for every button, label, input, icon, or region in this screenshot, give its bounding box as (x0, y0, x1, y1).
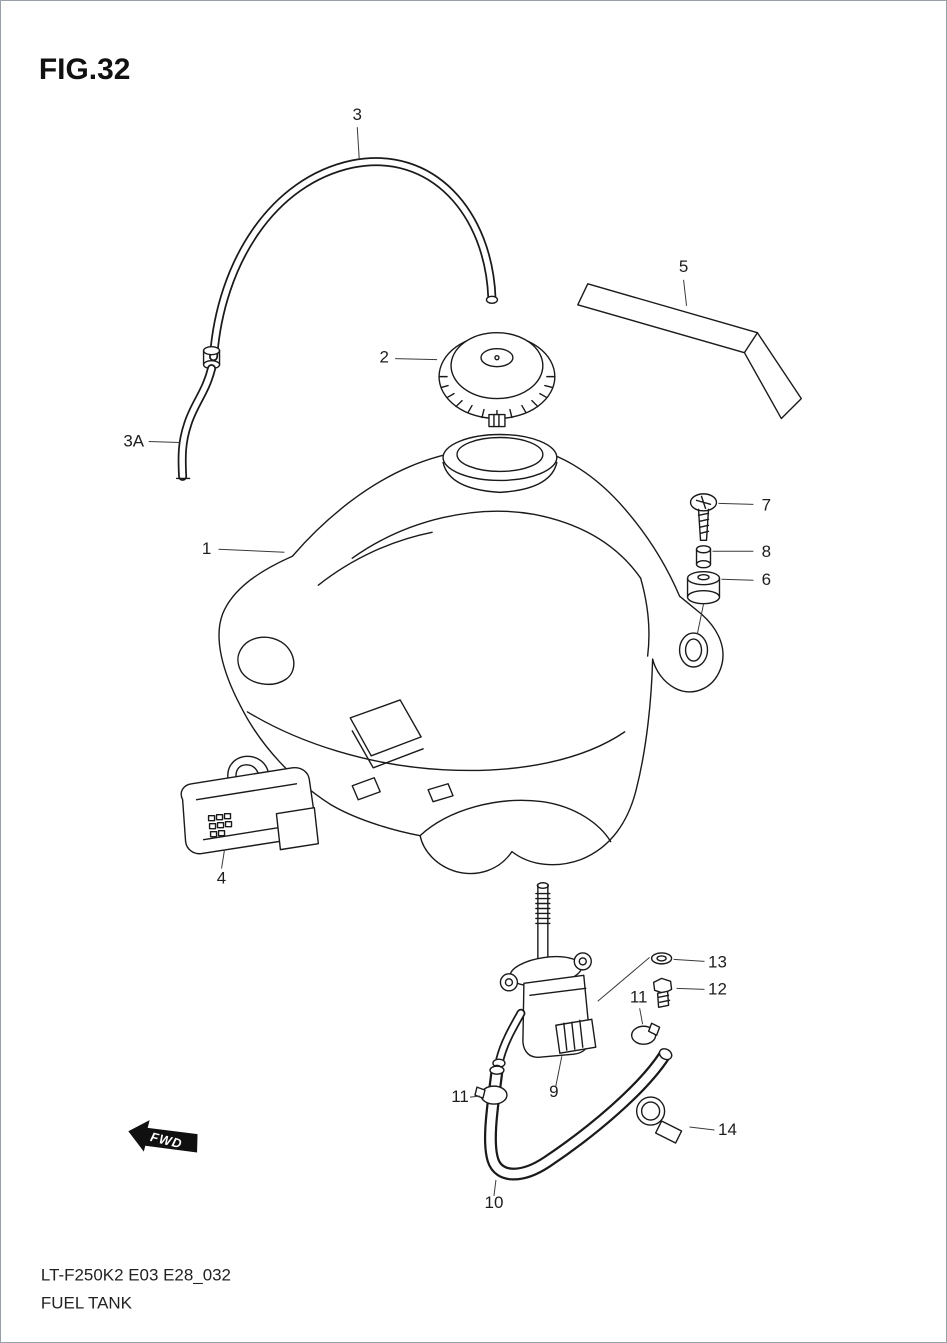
callout-13: 13 (708, 952, 727, 971)
fuel-cock (492, 882, 597, 1068)
mount-ear (678, 632, 709, 668)
callout-11-right: 11 (630, 987, 648, 1006)
callout-1: 1 (202, 539, 211, 558)
callout-3: 3 (353, 105, 362, 124)
model-code: LT-F250K2 E03 E28_032 (41, 1266, 231, 1285)
spacer (695, 545, 712, 554)
callout-11-left: 11 (451, 1087, 469, 1106)
fuel-lever (555, 1018, 597, 1054)
callout-9: 9 (549, 1082, 558, 1101)
washer (650, 952, 673, 965)
callout-3a: 3A (123, 431, 144, 450)
callout-14: 14 (718, 1120, 737, 1139)
bracket-pad (207, 813, 233, 838)
mount-hardware (686, 493, 721, 634)
fuel-hose (483, 1048, 673, 1181)
callout-4: 4 (217, 869, 226, 888)
assembly-line (597, 957, 650, 1002)
fuel-cap (438, 332, 556, 428)
hose-clamp-lower (474, 1085, 508, 1105)
callout-12: 12 (708, 979, 727, 998)
fwd-arrow: FWD (128, 1120, 198, 1153)
callouts: 1 2 3 3A 4 5 6 7 8 9 10 11 11 12 13 14 (123, 105, 771, 1212)
callout-10: 10 (485, 1193, 504, 1212)
callout-6: 6 (762, 570, 771, 589)
leader-lines (148, 127, 754, 1196)
tank-strap (577, 283, 803, 420)
fuel-tank-body (218, 433, 724, 875)
holder-clamp (635, 1096, 683, 1144)
callout-8: 8 (762, 542, 771, 561)
tank-bracket (180, 755, 320, 855)
callout-5: 5 (679, 257, 688, 276)
callout-7: 7 (762, 495, 771, 514)
figure-title: FIG.32 (39, 53, 130, 86)
bolt (652, 977, 673, 1008)
figure-caption: FUEL TANK (41, 1294, 133, 1313)
cap-knurl (438, 375, 556, 420)
breather-hose (175, 157, 499, 481)
hose-clamp-upper (630, 1022, 661, 1045)
cushion (686, 571, 721, 586)
callout-2: 2 (379, 348, 388, 367)
